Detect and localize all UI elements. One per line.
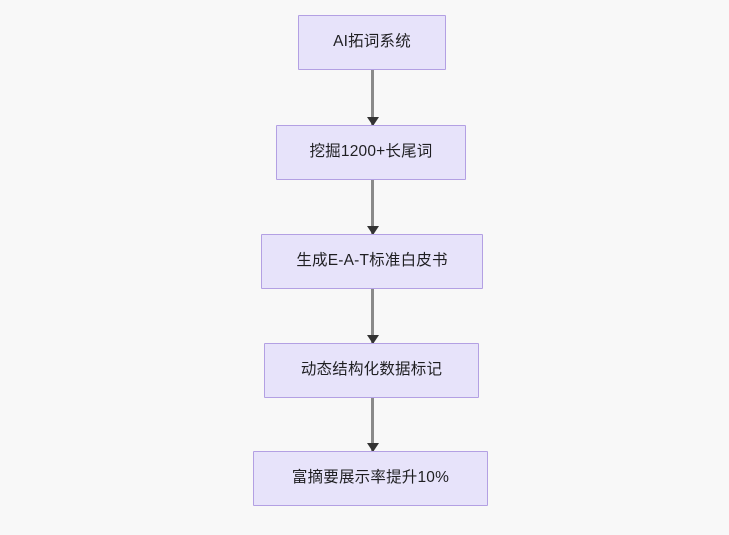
edge-node4-node5: [366, 397, 379, 452]
flowchart-node-4[interactable]: 动态结构化数据标记: [264, 343, 479, 398]
node-label: 动态结构化数据标记: [300, 361, 443, 379]
node-label: 富摘要展示率提升10%: [291, 469, 450, 487]
node-label: 生成E-A-T标准白皮书: [296, 252, 448, 270]
flowchart-node-3[interactable]: 生成E-A-T标准白皮书: [261, 234, 483, 289]
arrowhead-icon: [366, 226, 379, 235]
edge-line: [371, 70, 374, 125]
arrowhead-icon: [366, 335, 379, 344]
node-label: 挖掘1200+长尾词: [309, 143, 433, 161]
arrowhead-icon: [366, 117, 379, 126]
flowchart-node-2[interactable]: 挖掘1200+长尾词: [276, 125, 466, 180]
edge-node1-node2: [366, 70, 379, 126]
edge-node3-node4: [366, 289, 379, 344]
flowchart-node-5[interactable]: 富摘要展示率提升10%: [253, 451, 488, 506]
edge-line: [371, 397, 374, 451]
arrowhead-icon: [366, 443, 379, 452]
edge-node2-node3: [366, 180, 379, 235]
edge-line: [371, 180, 374, 234]
flowchart-node-1[interactable]: AI拓词系统: [298, 15, 446, 70]
edge-line: [371, 289, 374, 343]
node-label: AI拓词系统: [333, 33, 411, 51]
